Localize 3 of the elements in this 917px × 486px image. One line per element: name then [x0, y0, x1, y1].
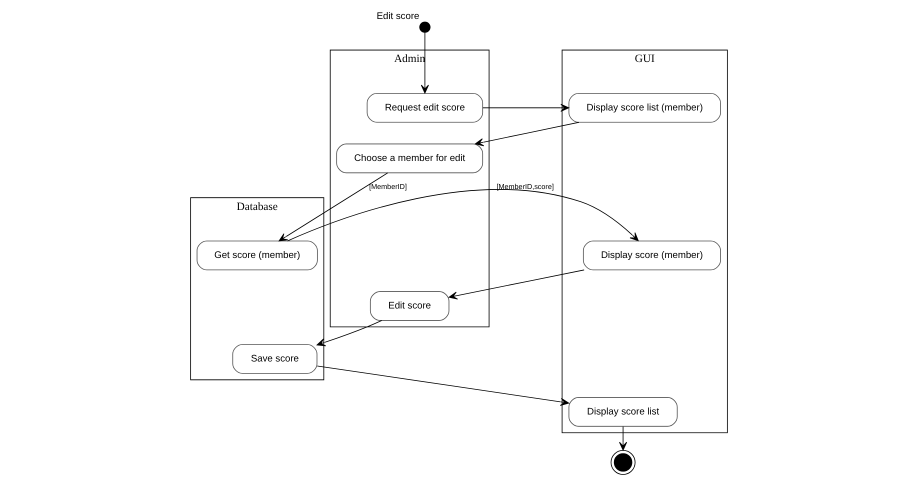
edge-label: [MemberID,score]: [496, 182, 554, 192]
edge-label: [MemberID]: [368, 182, 406, 192]
node-label: Edit score: [376, 11, 419, 22]
